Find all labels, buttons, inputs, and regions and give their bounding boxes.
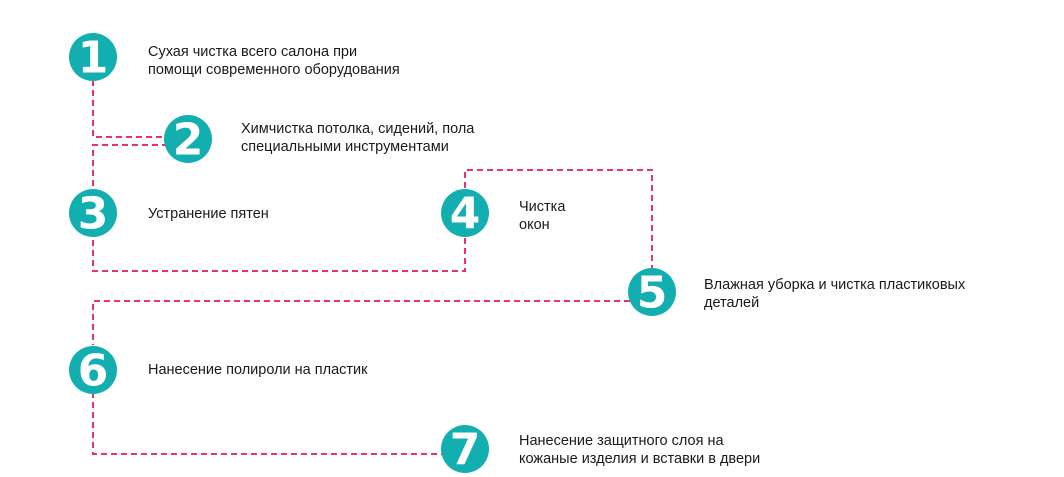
step-4-line-1: Чистка [519,199,566,215]
step-text-7: Нанесение защитного слоя на кожаные изде… [519,432,760,468]
step-circle-1 [69,33,117,81]
step-circle-4 [441,189,489,237]
step-marker-3: 3 [69,189,117,240]
step-text-5: Влажная уборка и чистка пластиковых дета… [704,276,965,312]
step-7-line-1: Нанесение защитного слоя на [519,433,724,449]
step-circle-7 [441,425,489,473]
step-7-line-2: кожаные изделия и вставки в двери [519,451,761,467]
step-2-line-2: специальными инструментами [241,139,449,155]
step-text-6: Нанесение полироли на пластик [148,361,368,379]
step-number-6: 6 [78,346,109,397]
step-number-1: 1 [78,33,109,84]
connector-2-3 [92,144,188,205]
step-marker-2: 2 [164,115,212,166]
step-text-2: Химчистка потолка, сидений, пола специал… [241,120,474,156]
step-markers: 1 2 3 4 5 6 7 [69,33,676,476]
step-circle-2 [164,115,212,163]
connector-5-6 [92,300,630,345]
step-number-7: 7 [450,425,481,476]
step-number-3: 3 [78,189,109,240]
step-3-line-1: Устранение пятен [148,206,269,222]
step-marker-7: 7 [441,425,489,476]
connector-6-7 [92,392,466,455]
step-number-2: 2 [173,115,204,166]
step-circle-5 [628,268,676,316]
step-number-4: 4 [450,189,481,240]
step-circle-3 [69,189,117,237]
step-1-line-2: помощи современного оборудования [148,62,400,78]
step-2-line-1: Химчистка потолка, сидений, пола [241,121,475,137]
step-5-line-2: деталей [704,295,760,311]
step-number-5: 5 [637,268,668,319]
step-marker-5: 5 [628,268,676,319]
step-5-line-1: Влажная уборка и чистка пластиковых [704,277,966,293]
step-text-4: Чистка окон [519,198,565,234]
step-1-line-1: Сухая чистка всего салона при [148,44,358,60]
step-6-line-1: Нанесение полироли на пластик [148,362,368,378]
step-4-line-2: окон [519,217,550,233]
connectors [92,80,653,455]
step-text-3: Устранение пятен [148,205,269,223]
connector-4-5 [464,169,653,290]
step-marker-6: 6 [69,346,117,397]
connector-3-4 [92,230,466,272]
step-marker-1: 1 [69,33,117,84]
step-marker-4: 4 [441,189,489,240]
step-circle-6 [69,346,117,394]
connector-1-2 [92,80,188,138]
step-text-1: Сухая чистка всего салона при помощи сов… [148,43,400,79]
